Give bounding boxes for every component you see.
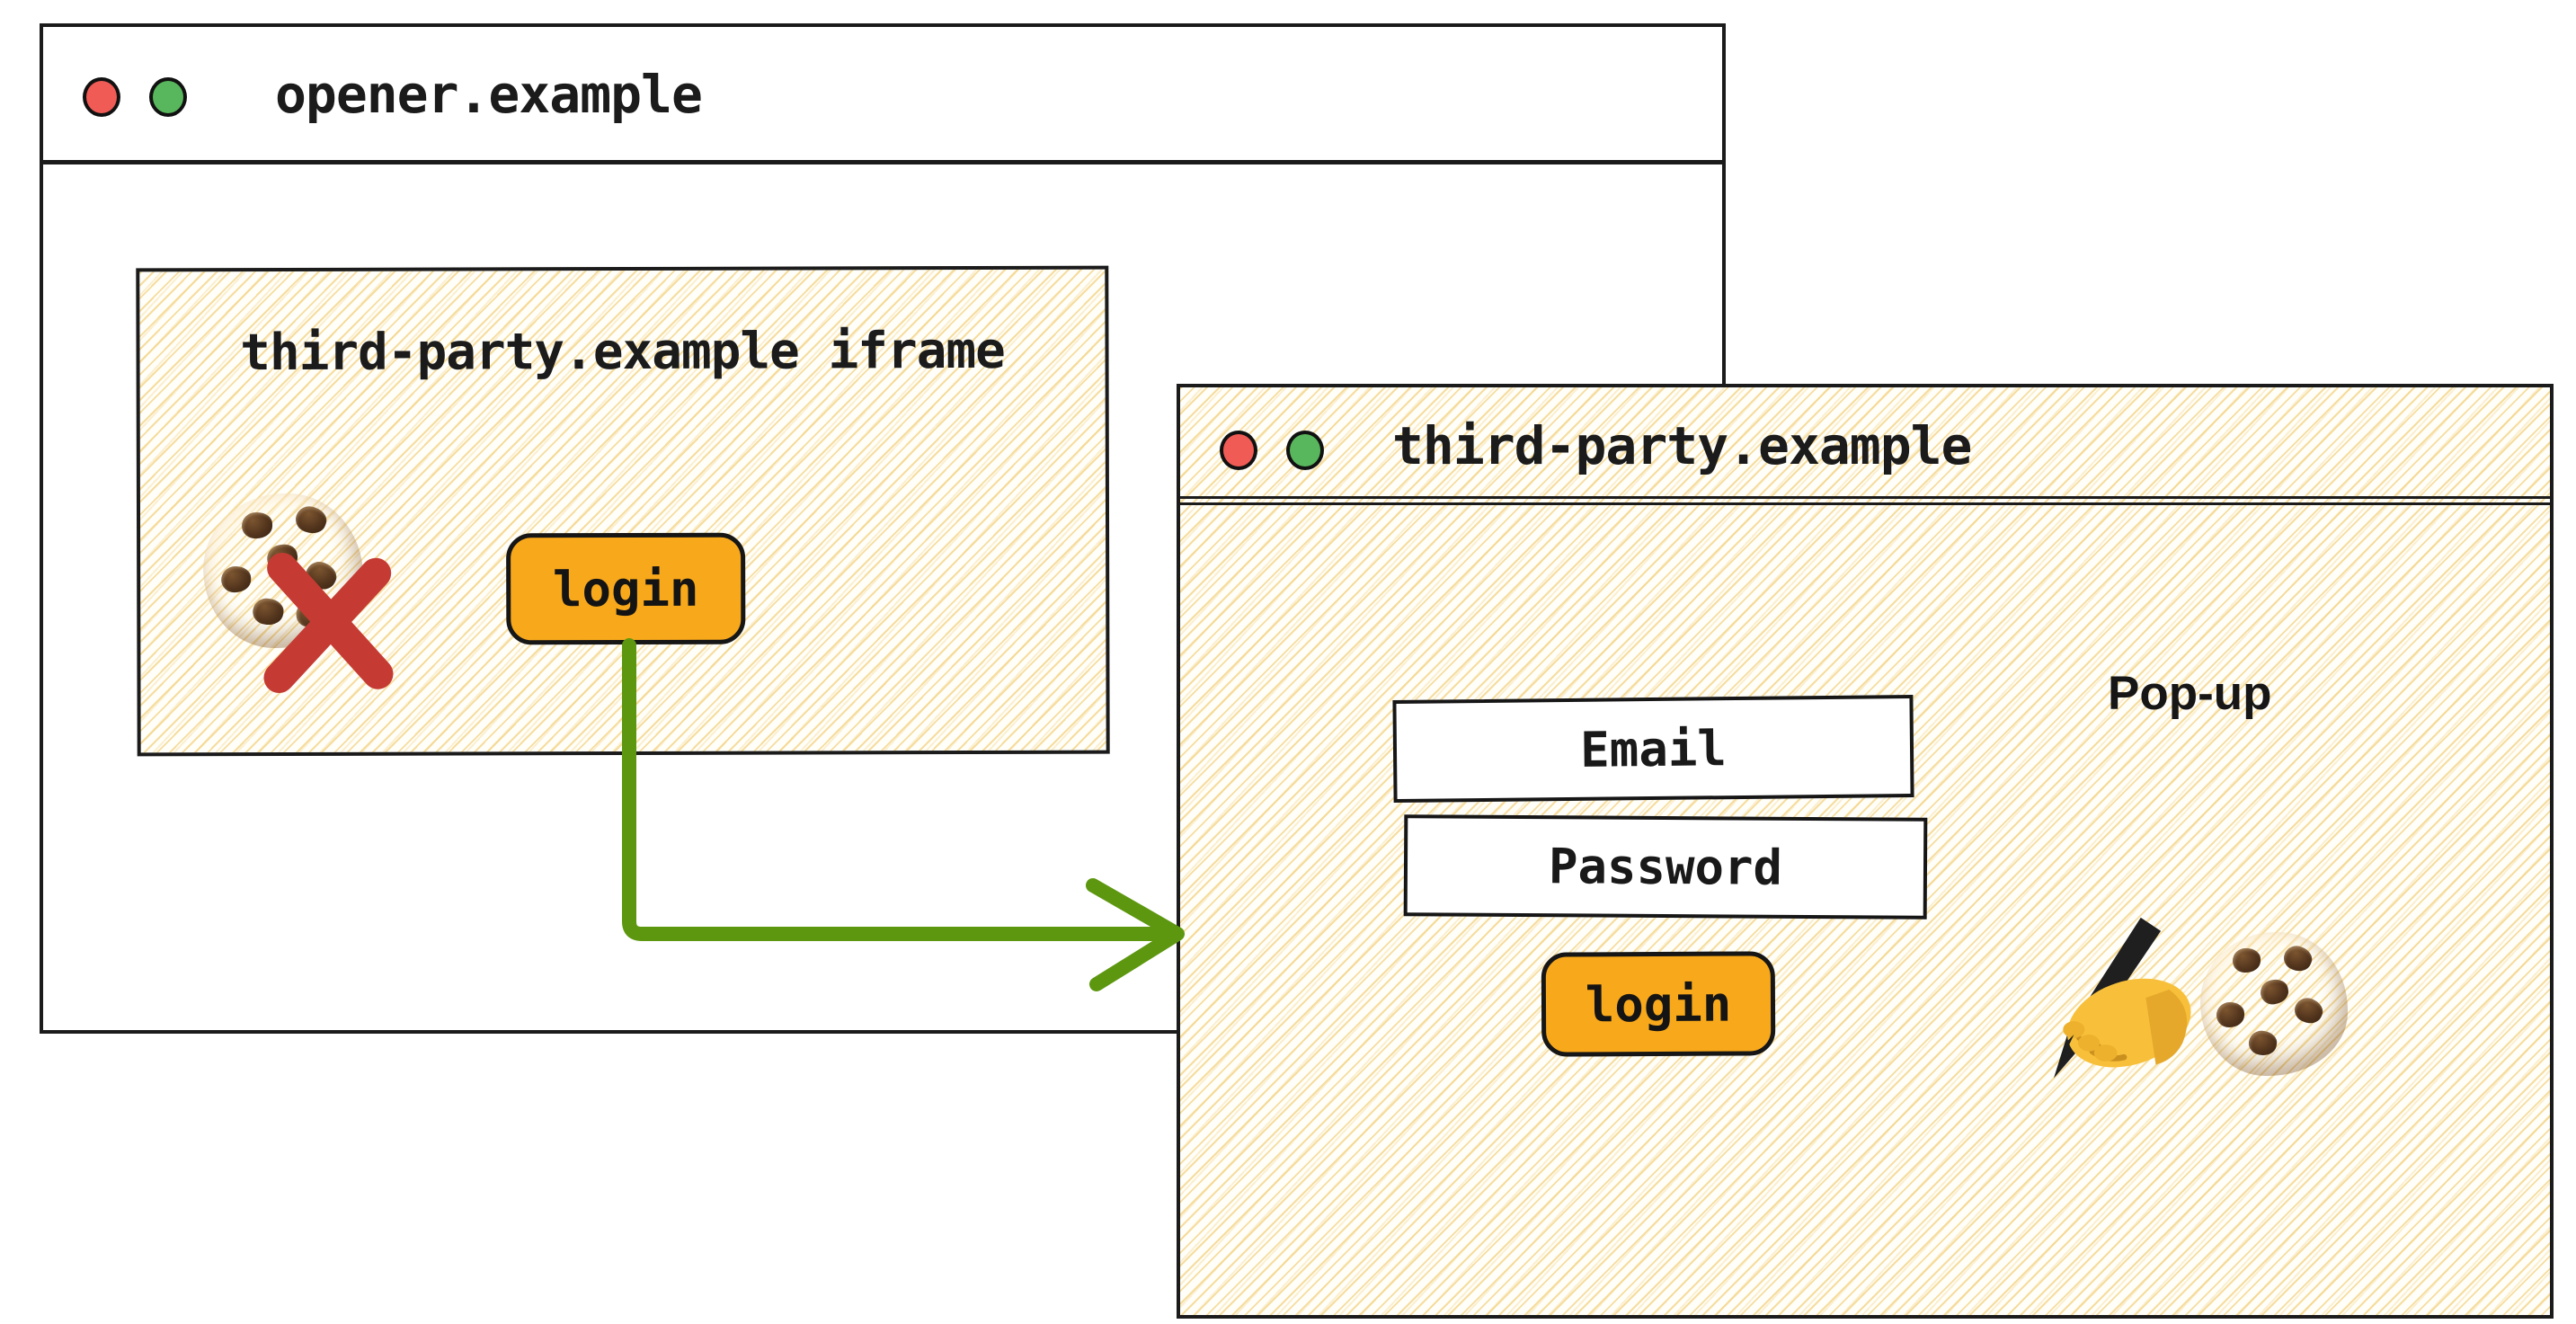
cookie-icon — [2200, 932, 2348, 1076]
popup-login-button[interactable]: login — [1541, 951, 1776, 1057]
writing-hand-icon — [2054, 917, 2191, 1079]
popup-window: third-party.example Pop-up Email Passwor… — [1177, 384, 2554, 1319]
email-input[interactable]: Email — [1392, 694, 1914, 804]
popup-window-title: third-party.example — [1392, 415, 1972, 476]
blocked-x-icon — [263, 552, 394, 694]
opener-window-title: opener.example — [275, 64, 703, 125]
opener-titlebar: opener.example — [43, 27, 1722, 164]
cookie-chip — [2259, 977, 2291, 1007]
cookie-chip — [2280, 942, 2316, 976]
close-button-icon[interactable] — [1220, 431, 1257, 470]
password-input[interactable]: Password — [1403, 814, 1928, 920]
cookie-chip — [2290, 993, 2327, 1028]
popup-titlebar: third-party.example — [1180, 387, 2550, 505]
cookie-chip — [2246, 1028, 2279, 1059]
popup-flow-arrow-icon — [622, 638, 1185, 991]
close-button-icon[interactable] — [83, 77, 120, 117]
cookie-chip — [2233, 947, 2261, 973]
cookie-chip — [241, 511, 272, 538]
iframe-login-button[interactable]: login — [506, 532, 746, 645]
cookie-chip — [220, 565, 252, 593]
minimize-button-icon[interactable] — [1286, 431, 1324, 470]
iframe-label: third-party.example iframe — [240, 321, 1005, 383]
minimize-button-icon[interactable] — [149, 77, 187, 117]
cookie-chip — [292, 502, 331, 538]
cookie-chip — [2216, 1002, 2245, 1027]
third-party-iframe: third-party.example iframe login — [136, 265, 1110, 757]
popup-label: Pop-up — [2108, 667, 2272, 720]
